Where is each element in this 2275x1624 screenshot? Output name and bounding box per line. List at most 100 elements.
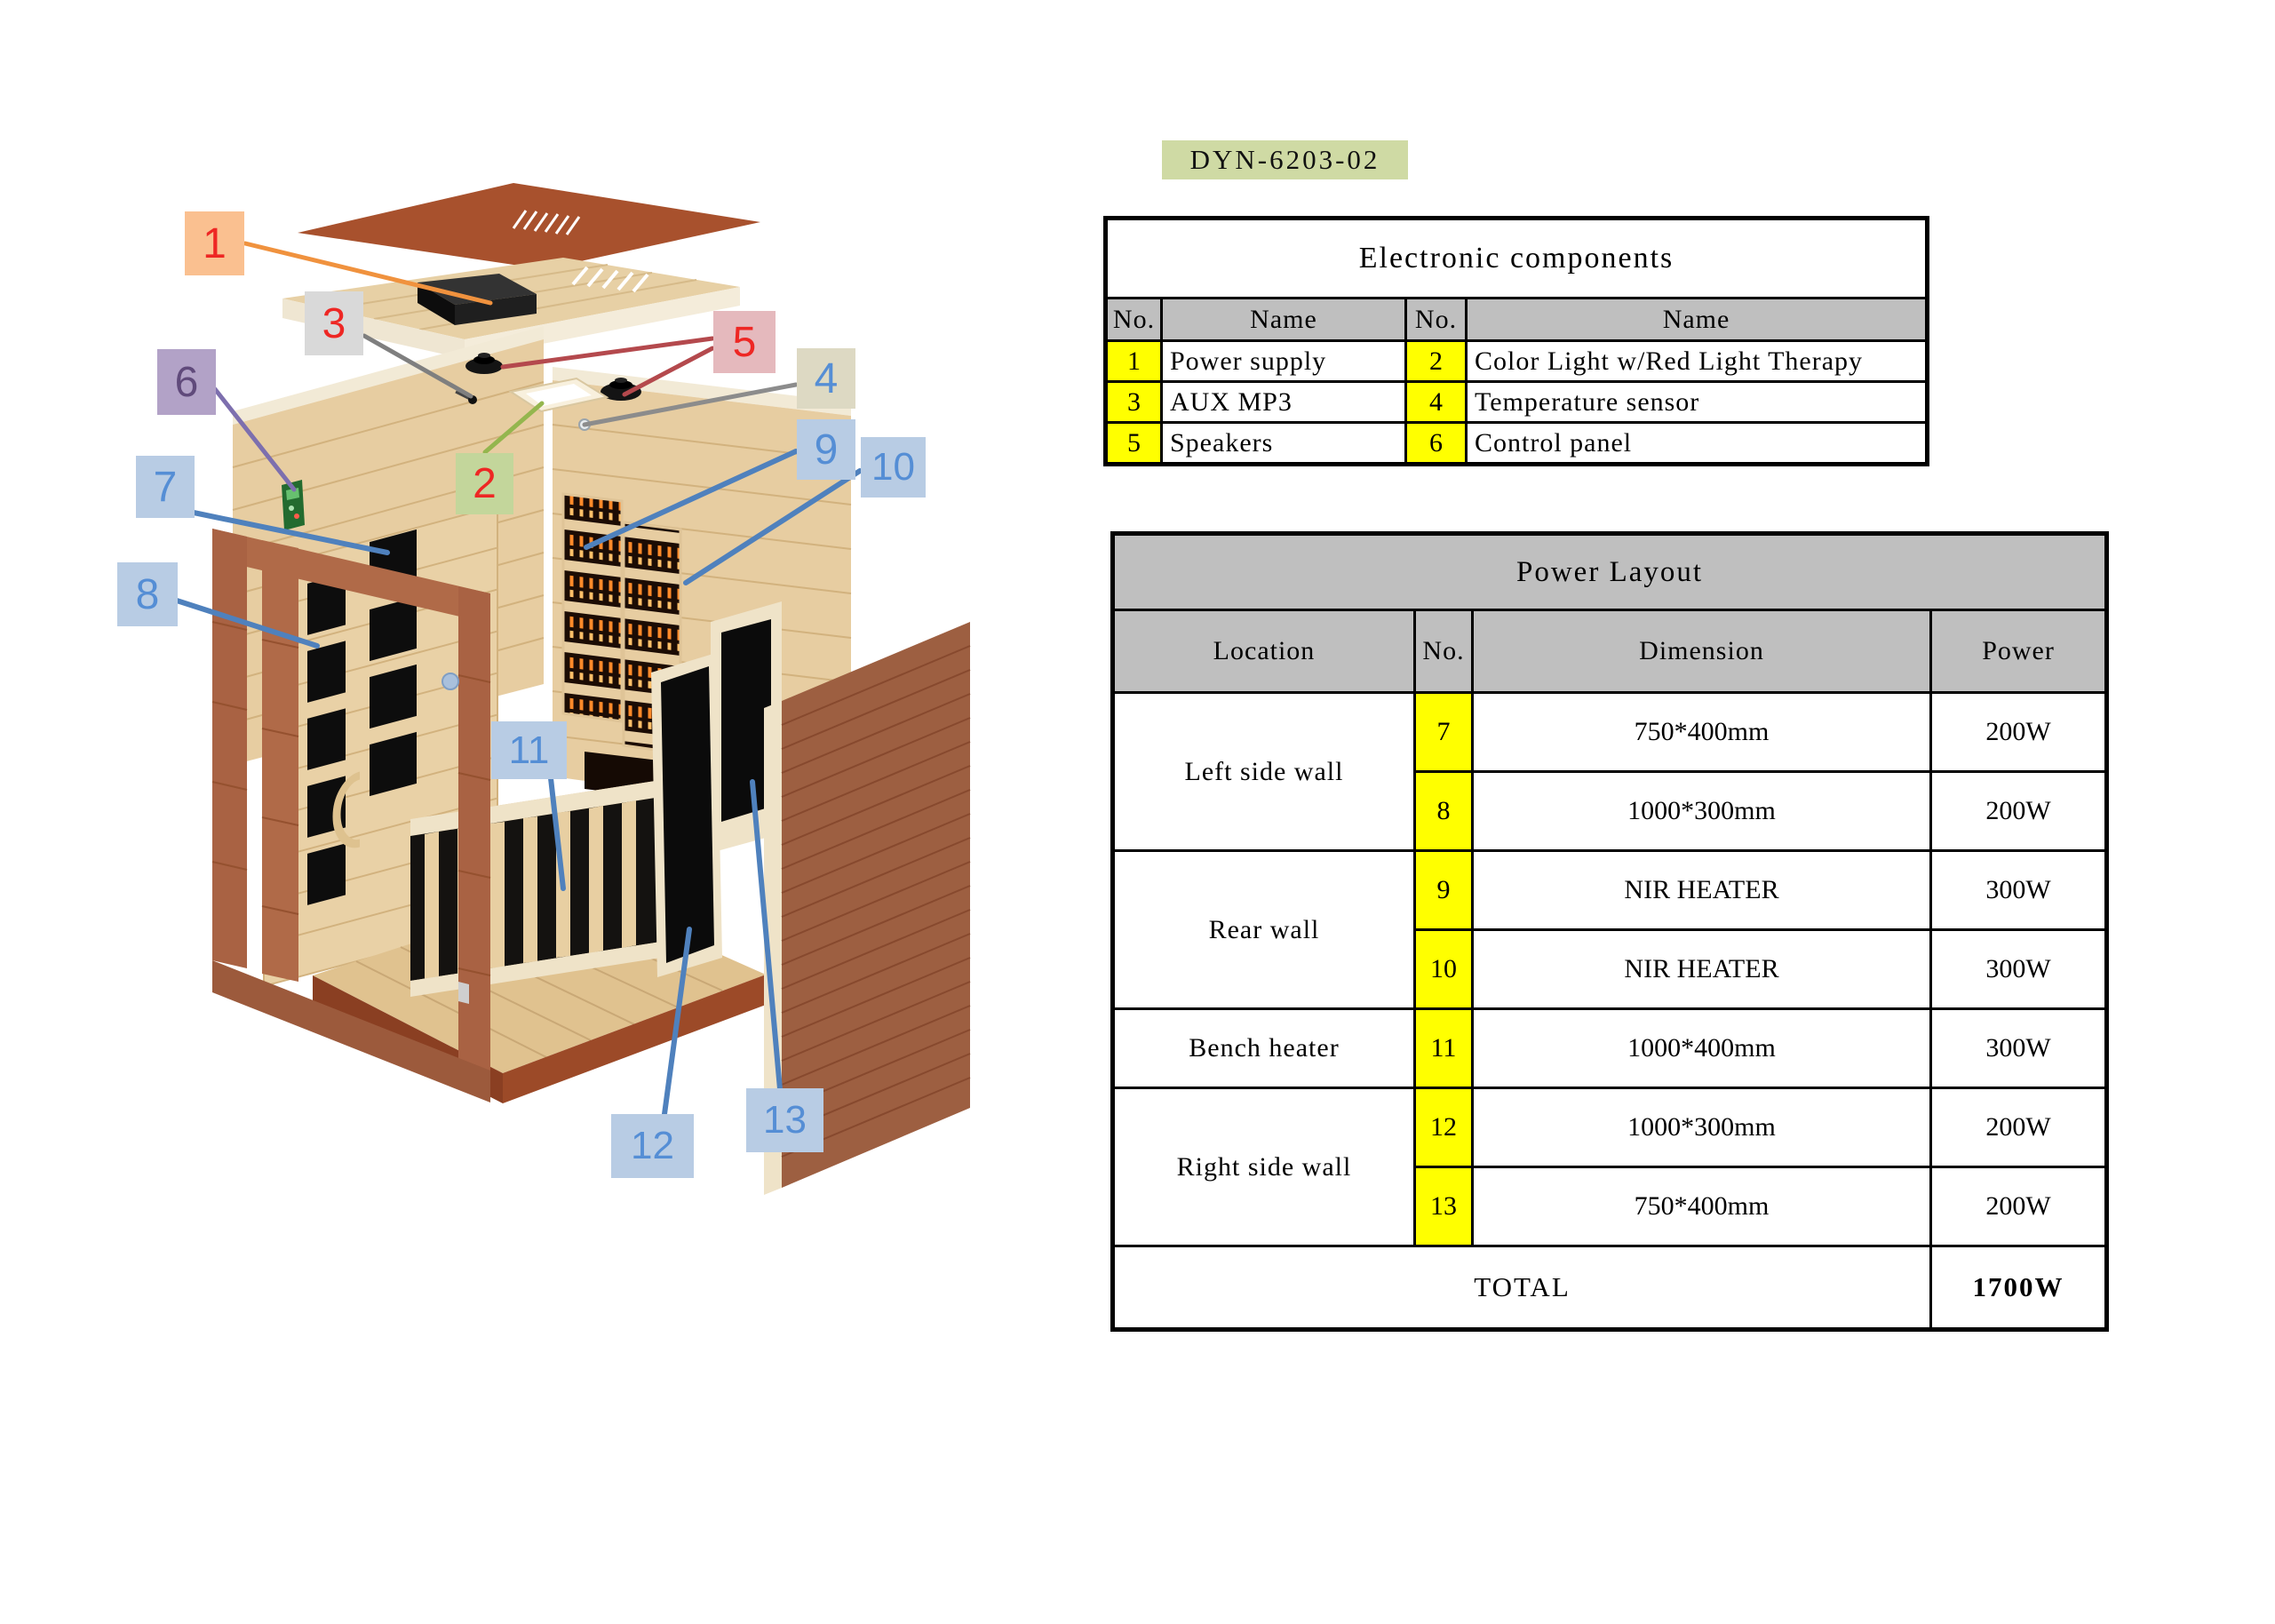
power-cell: 300W	[1929, 849, 2109, 931]
leader-line-9	[584, 449, 799, 550]
dimension-cell: NIR HEATER	[1471, 849, 1932, 931]
component-name: Control panel	[1464, 421, 1929, 466]
power-cell: 300W	[1929, 928, 2109, 1010]
label-number: 2	[473, 460, 497, 507]
heater-no: 7	[1413, 691, 1474, 773]
power-cell: 200W	[1929, 691, 2109, 773]
leader-line-11	[548, 776, 566, 891]
table-row: Power Layout	[1110, 532, 2109, 611]
diagram-label-9: 9	[797, 419, 855, 480]
diagram-label-10: 10	[861, 437, 926, 498]
door-handle-icon	[332, 771, 361, 848]
component-name: AUX MP3	[1160, 380, 1407, 424]
leader-line-8	[174, 598, 320, 649]
power-cell: 300W	[1929, 1007, 2109, 1089]
table-row: Right side wall 12 1000*300mm 200W	[1111, 1087, 2109, 1247]
column-header: Name	[1464, 297, 1929, 342]
diagram-label-3: 3	[305, 291, 363, 355]
label-number: 8	[135, 570, 160, 618]
color-light-frame	[508, 377, 609, 413]
dimension-cell: 1000*400mm	[1471, 1007, 1932, 1089]
component-no: 2	[1404, 339, 1468, 383]
deck-vent-icon	[571, 266, 649, 293]
table-row: 8 1000*300mm 200W	[1113, 770, 2109, 852]
component-no: 4	[1404, 380, 1468, 424]
heater-no: 10	[1413, 928, 1474, 1010]
dimension-cell: 750*400mm	[1471, 1166, 1932, 1247]
speaker-icon-left	[465, 353, 503, 374]
column-header: No.	[1404, 297, 1468, 342]
pl-table-title: Power Layout	[1110, 532, 2109, 611]
column-header: Power	[1929, 609, 2109, 694]
diagram-label-5: 5	[713, 311, 776, 373]
heater-no: 11	[1413, 1007, 1474, 1089]
label-number: 10	[871, 445, 915, 489]
heater-no: 8	[1413, 770, 1474, 852]
table-header-row: No. Name No. Name	[1104, 297, 1929, 342]
heater-no: 12	[1413, 1087, 1474, 1168]
label-number: 9	[814, 426, 839, 474]
column-header: Location	[1111, 609, 1416, 694]
diagram-label-2: 2	[456, 453, 513, 514]
leader-line-4	[582, 382, 799, 427]
table-row: 13 750*400mm 200W	[1113, 1166, 2109, 1247]
diagram-label-8: 8	[117, 562, 178, 626]
diagram-label-13: 13	[746, 1088, 823, 1152]
diagram-label-4: 4	[797, 348, 855, 409]
power-cell: 200W	[1929, 1087, 2109, 1168]
table-row: 10 NIR HEATER 300W	[1113, 928, 2109, 1010]
location-cell: Rear wall	[1111, 849, 1416, 1010]
table-row: Rear wall 9 NIR HEATER 300W	[1111, 849, 2109, 1010]
leader-line-7	[191, 510, 390, 555]
location-cell: Right side wall	[1111, 1087, 1416, 1247]
power-cell: 200W	[1929, 770, 2109, 852]
door-latch-icon	[458, 982, 469, 1004]
total-power-value: 1700W	[1929, 1245, 2109, 1331]
leader-line-10	[683, 468, 863, 585]
speaker-icon-right	[601, 378, 641, 401]
label-number: 13	[763, 1098, 807, 1142]
power-layout-table: Power Layout Location No. Dimension Powe…	[1110, 531, 2110, 1332]
dimension-cell: NIR HEATER	[1471, 928, 1932, 1010]
location-cell: Bench heater	[1111, 1007, 1416, 1089]
component-no: 3	[1104, 380, 1163, 424]
leader-line-5a	[500, 336, 715, 370]
heater-no: 9	[1413, 849, 1474, 931]
table-row: 3 AUX MP3 4 Temperature sensor	[1104, 380, 1929, 424]
ec-table-title: Electronic components	[1103, 217, 1929, 299]
side-heater-windows	[307, 529, 417, 905]
power-cell: 200W	[1929, 1166, 2109, 1247]
dimension-cell: 1000*300mm	[1471, 1087, 1932, 1168]
control-panel-board	[282, 480, 305, 530]
label-number: 1	[203, 219, 227, 267]
column-header: No.	[1413, 609, 1474, 694]
component-name: Speakers	[1160, 421, 1407, 466]
label-number: 11	[508, 728, 550, 772]
component-no: 5	[1104, 421, 1163, 466]
diagram-label-7: 7	[136, 456, 195, 518]
component-name: Power supply	[1160, 339, 1407, 383]
column-header: Name	[1160, 297, 1407, 342]
right-side-wall-heater-panel	[651, 653, 722, 977]
leader-lines	[174, 241, 863, 1117]
leader-line-3	[362, 333, 473, 399]
leader-line-12	[662, 927, 692, 1117]
table-row: Electronic components	[1103, 217, 1929, 299]
right-side-wall	[764, 622, 971, 1195]
leader-line-2	[482, 401, 545, 455]
table-total-row: TOTAL 1700W	[1111, 1245, 2109, 1331]
nir-heater-left	[561, 492, 624, 723]
component-name: Color Light w/Red Light Therapy	[1464, 339, 1929, 383]
diagram-label-12: 12	[611, 1114, 694, 1178]
table-header-row: Location No. Dimension Power	[1111, 609, 2109, 694]
leader-line-1	[243, 241, 493, 306]
component-no: 6	[1404, 421, 1468, 466]
table-row: Left side wall 7 750*400mm 200W	[1111, 691, 2109, 852]
heater-no: 13	[1413, 1166, 1474, 1247]
dimension-cell: 1000*300mm	[1471, 770, 1932, 852]
component-name: Temperature sensor	[1464, 380, 1929, 424]
table-row: 1 Power supply 2 Color Light w/Red Light…	[1104, 339, 1929, 383]
power-supply-box	[418, 274, 537, 325]
column-header: Dimension	[1471, 609, 1932, 694]
